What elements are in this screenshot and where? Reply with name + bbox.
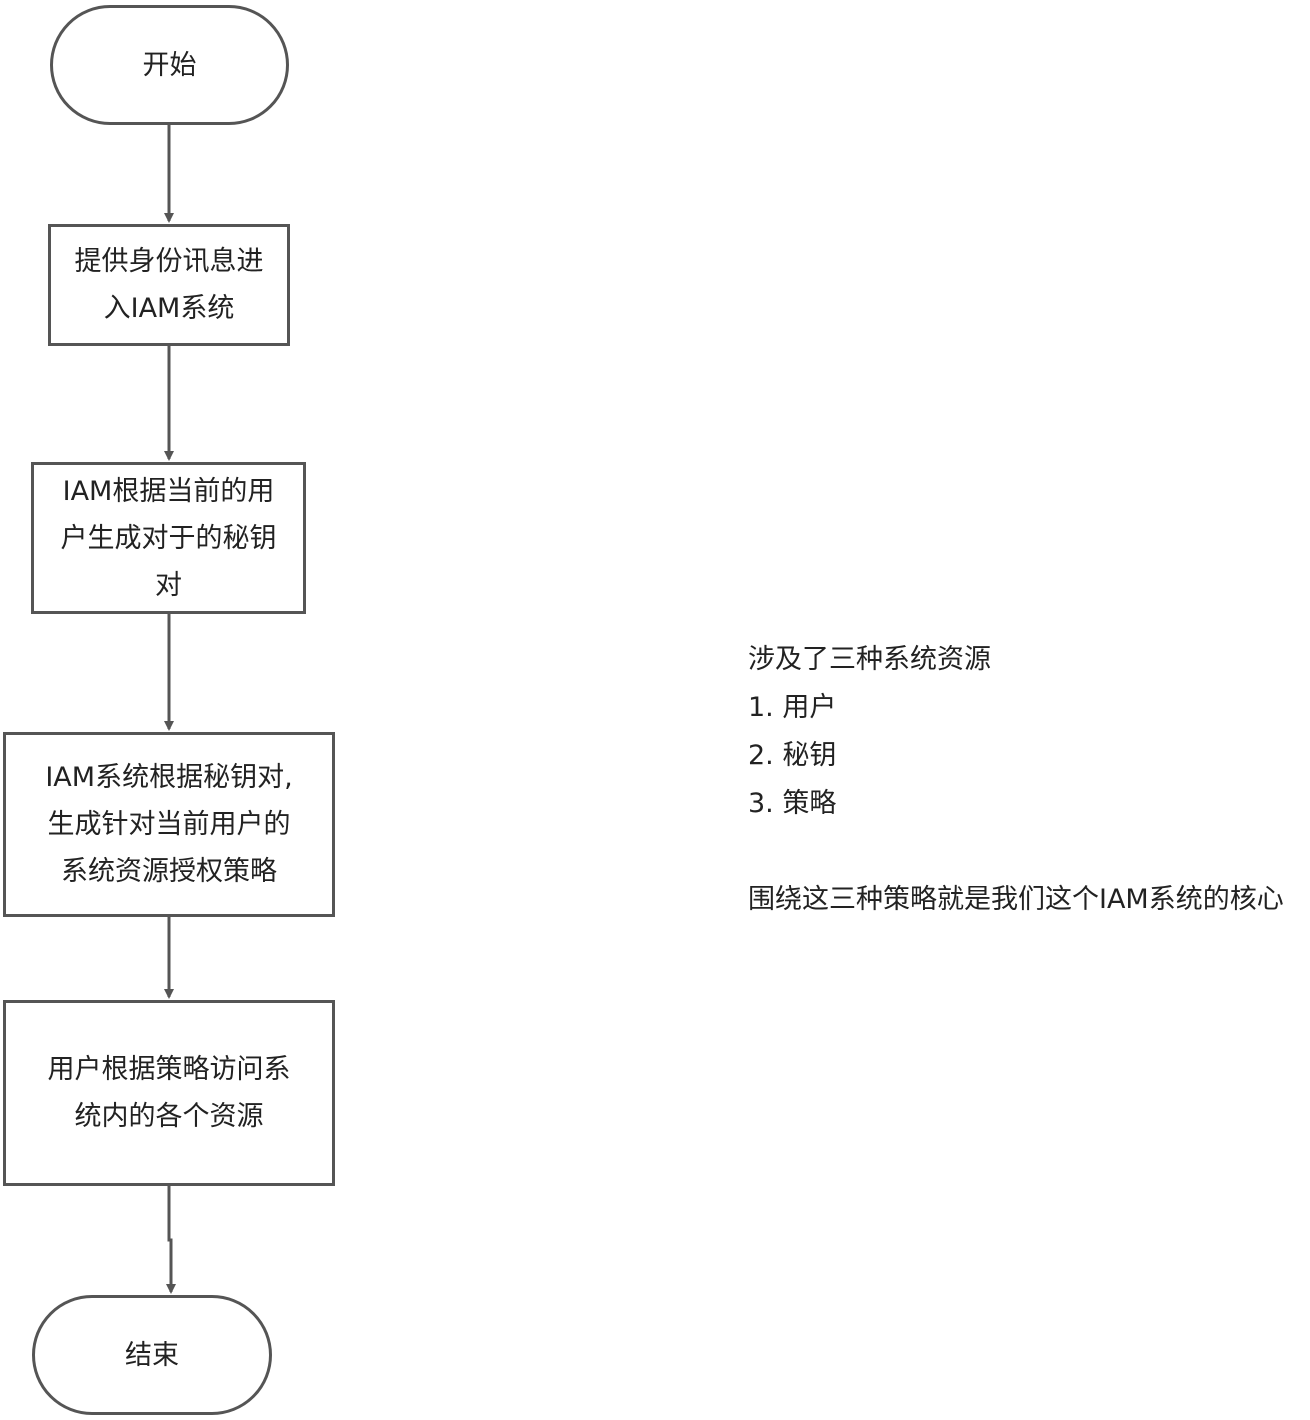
arrow-step4-to-end — [166, 1185, 176, 1294]
note-heading: 涉及了三种系统资源 — [748, 644, 991, 675]
note-spacer — [748, 828, 1284, 876]
step-provide-identity-label: 提供身份讯息进 入IAM系统 — [74, 246, 264, 324]
step-generate-policy-label: IAM系统根据秘钥对, 生成针对当前用户的 系统资源授权策略 — [45, 762, 293, 887]
step-access-resources-label: 用户根据策略访问系 统内的各个资源 — [47, 1054, 291, 1132]
note-item-keys: 2. 秘钥 — [748, 740, 837, 771]
step-generate-keypair: IAM根据当前的用 户生成对于的秘钥 对 — [31, 462, 306, 614]
end-label: 结束 — [125, 1339, 179, 1371]
step-generate-policy: IAM系统根据秘钥对, 生成针对当前用户的 系统资源授权策略 — [3, 732, 335, 917]
step-access-resources: 用户根据策略访问系 统内的各个资源 — [3, 1000, 335, 1186]
start-label: 开始 — [142, 49, 197, 81]
end-node: 结束 — [32, 1295, 272, 1415]
side-note: 涉及了三种系统资源 1. 用户 2. 秘钥 3. 策略 围绕这三种策略就是我们这… — [748, 636, 1284, 924]
step-generate-keypair-label: IAM根据当前的用 户生成对于的秘钥 对 — [60, 475, 277, 601]
note-item-users: 1. 用户 — [748, 692, 837, 723]
start-node: 开始 — [50, 5, 289, 125]
step-provide-identity: 提供身份讯息进 入IAM系统 — [48, 224, 290, 346]
note-item-policies: 3. 策略 — [748, 788, 837, 819]
note-summary: 围绕这三种策略就是我们这个IAM系统的核心 — [748, 884, 1284, 915]
